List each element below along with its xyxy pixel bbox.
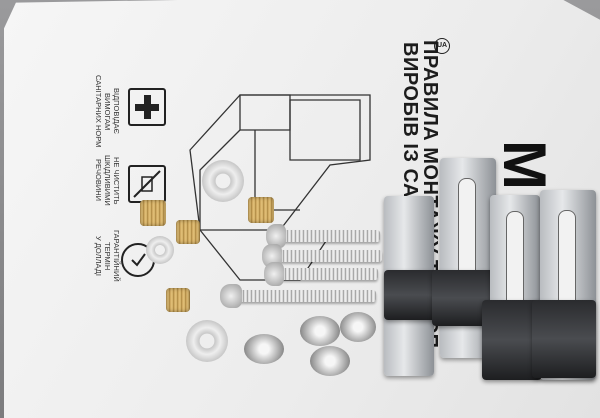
medical-cross-icon bbox=[128, 88, 166, 126]
mounting-bolt bbox=[280, 230, 380, 242]
mounting-bolt bbox=[276, 250, 382, 262]
mounting-bolt bbox=[236, 290, 376, 302]
mounting-bolt bbox=[278, 268, 378, 280]
wing-nut bbox=[244, 334, 284, 364]
brass-insert bbox=[176, 220, 200, 244]
no-chemicals-icon bbox=[128, 165, 166, 203]
language-badge: UA bbox=[434, 38, 450, 54]
brass-insert bbox=[140, 200, 166, 226]
flat-washer bbox=[186, 320, 228, 362]
bolt-head bbox=[220, 284, 242, 308]
brass-insert bbox=[166, 288, 190, 312]
wing-nut bbox=[310, 346, 350, 376]
icon-label-warranty: ГАРАНТІЙНИЙ ТЕРМІН У ДОЛЛАДІ bbox=[94, 230, 121, 282]
flat-washer bbox=[146, 236, 174, 264]
bolt-head bbox=[266, 224, 286, 248]
icon-label-sanitary: ВІДПОВІДАЄ ВИМОГАМ САНІТАРНИХ НОРМ bbox=[94, 75, 121, 148]
flat-washer bbox=[202, 160, 244, 202]
brass-insert bbox=[248, 197, 274, 223]
icon-label-chemicals: НЕ ЧИСТИТЬ ШКІДЛИВИМИ РЕЧОВИНИ bbox=[94, 155, 121, 206]
bolt-head bbox=[264, 262, 284, 286]
wing-nut bbox=[340, 312, 376, 342]
wing-nut bbox=[300, 316, 340, 346]
wall-bracket-fold bbox=[384, 270, 440, 320]
wall-bracket-fold bbox=[532, 300, 596, 378]
